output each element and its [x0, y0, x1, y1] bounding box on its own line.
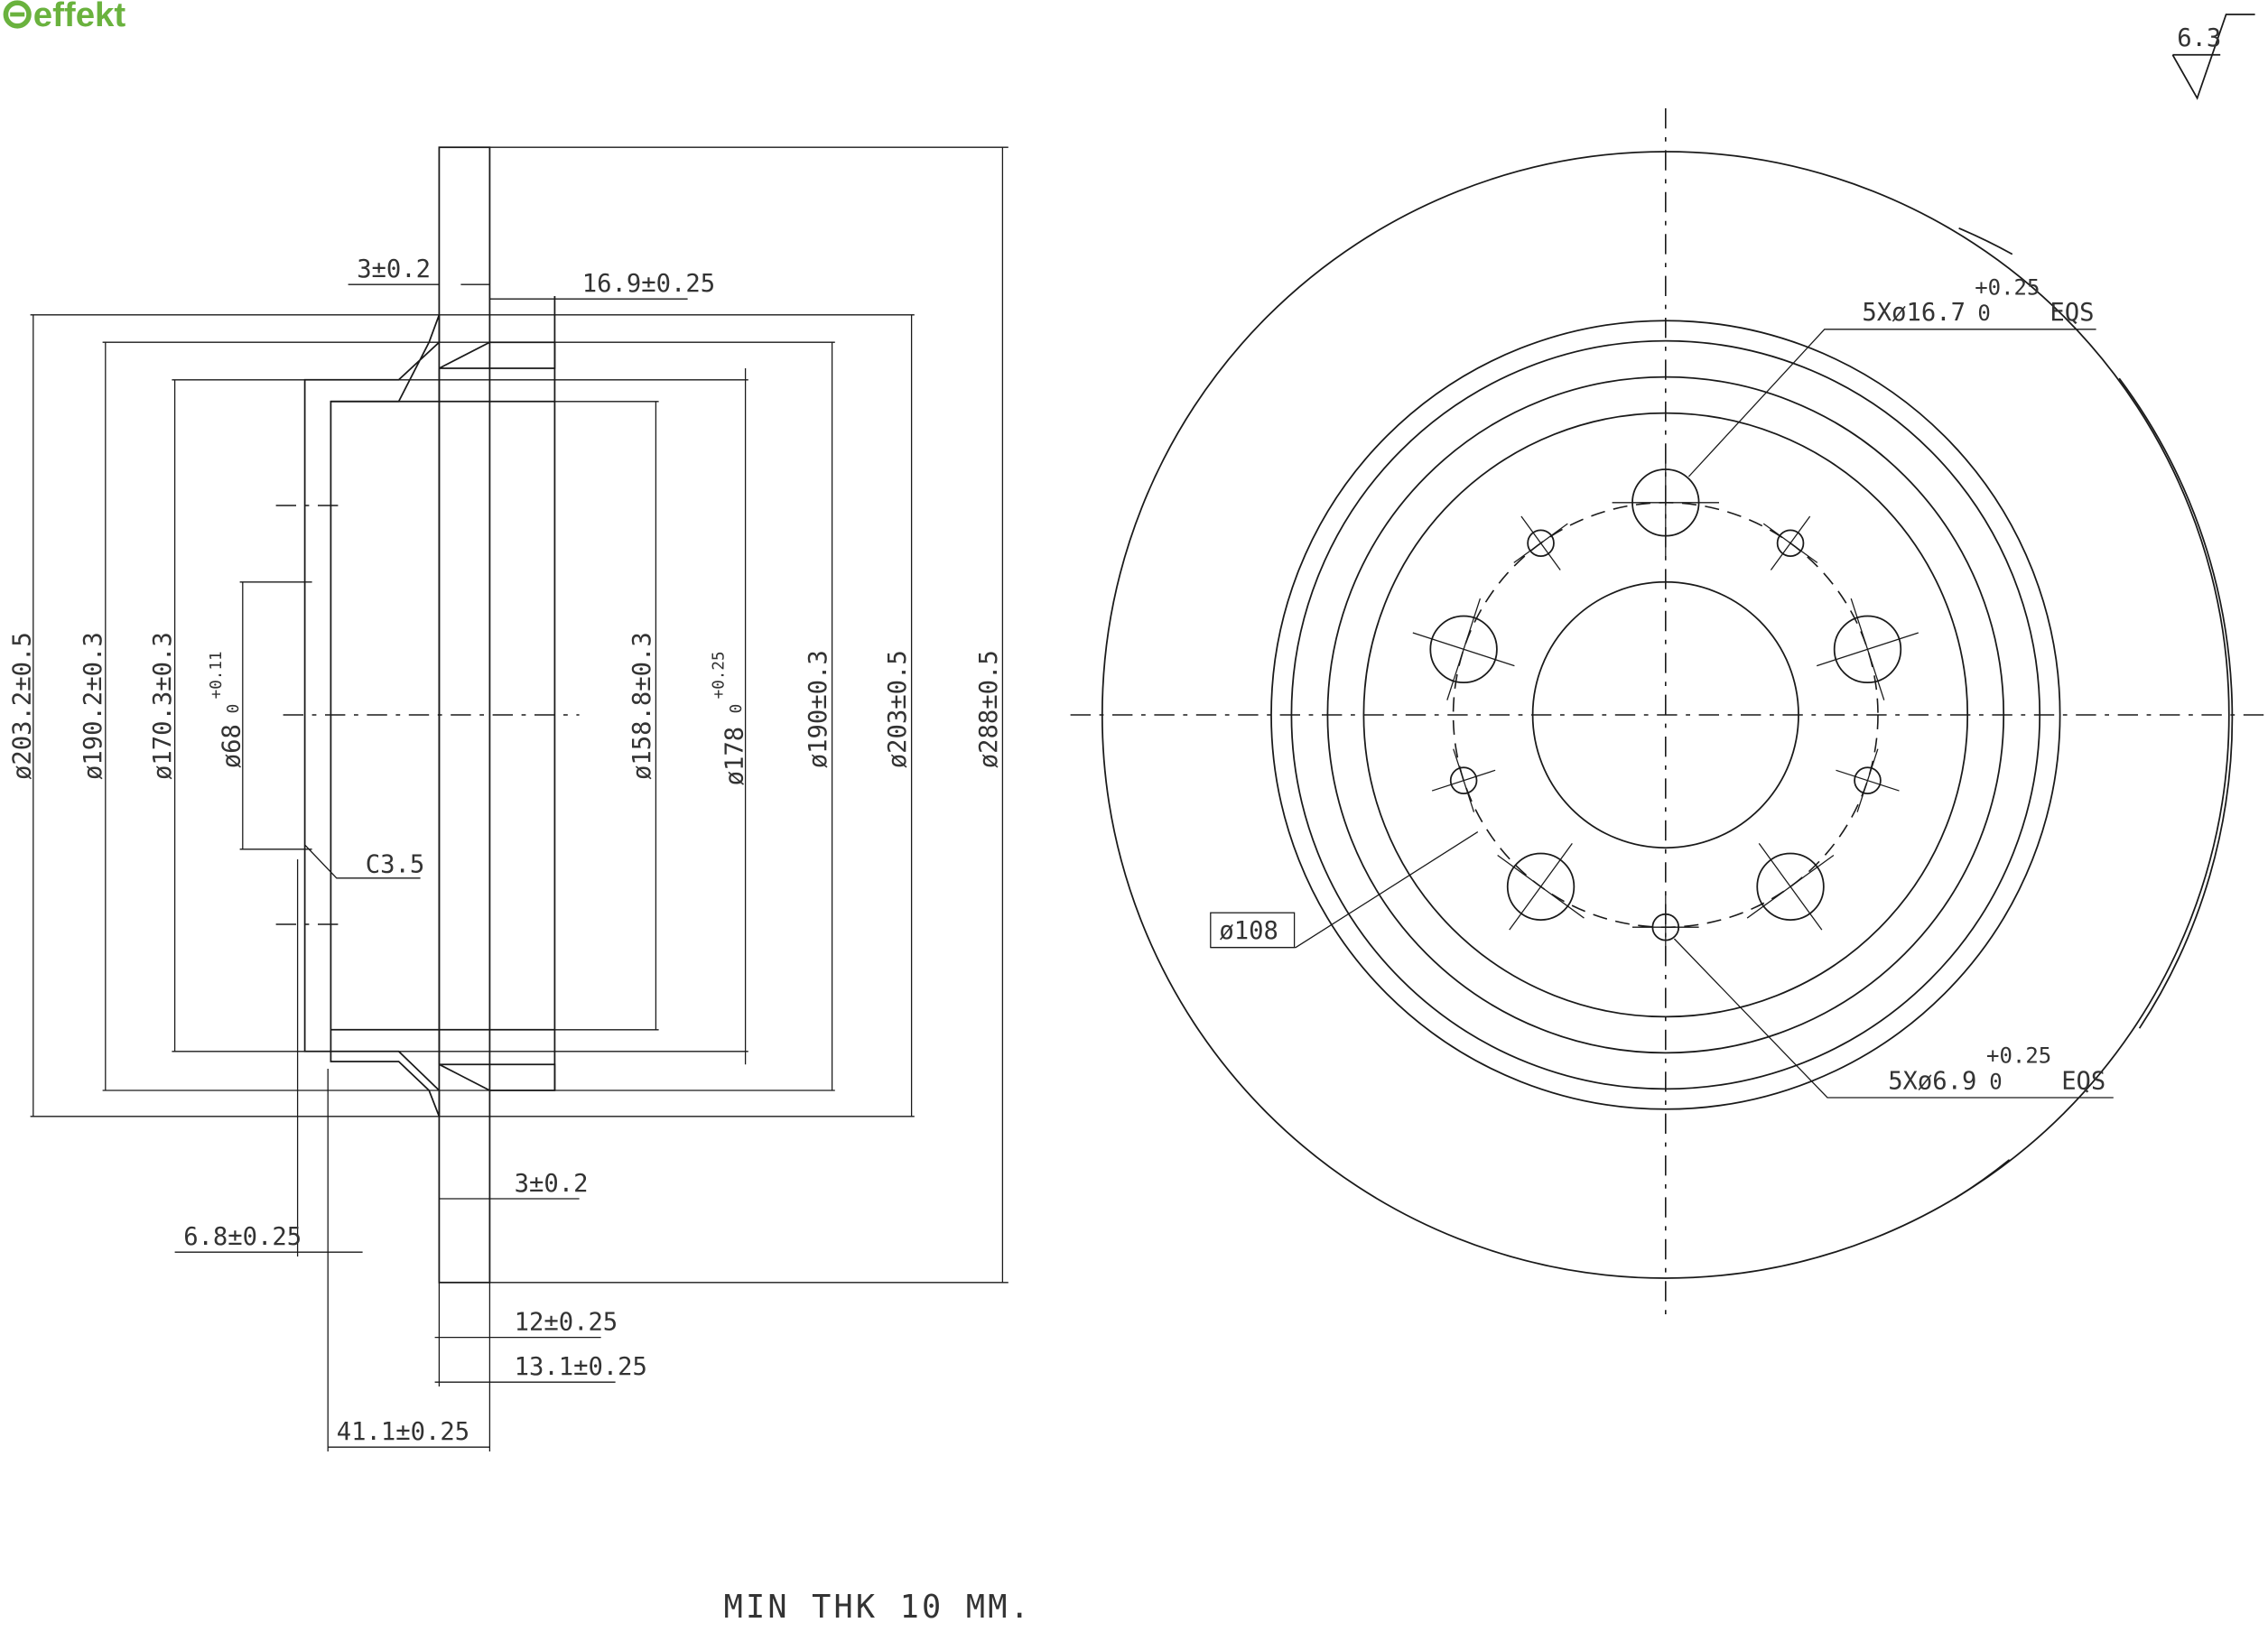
dim-d288: ø288±0.5 — [975, 650, 1003, 768]
logo-text: effekt — [33, 0, 126, 34]
dim-d68-tol-lower: 0 — [225, 704, 243, 714]
effekt-logo: effekt — [3, 0, 126, 34]
large-holes-label: 5Xø16.7 — [1862, 299, 1966, 327]
large-bolt-hole-centerline — [1446, 598, 1482, 700]
small-hole — [1449, 766, 1478, 794]
large-holes-tol-lower: 0 — [1977, 301, 1990, 326]
dim-w6-8: 6.8±0.25 — [183, 1223, 302, 1251]
section-view: ø203.2±0.5 ø190.2±0.3 ø170.3±0.3 ø68 +0.… — [9, 146, 1009, 1451]
dim-d170-3: ø170.3±0.3 — [149, 632, 177, 780]
dim-w13-1: 13.1±0.25 — [515, 1353, 647, 1381]
small-hole-centerline — [1513, 523, 1568, 563]
large-holes-tol-upper: +0.25 — [1975, 274, 2040, 300]
large-bolt-hole — [1756, 852, 1825, 921]
dim-w3-top: 3±0.2 — [357, 255, 431, 283]
large-holes-suffix: EQS — [2050, 299, 2094, 327]
dim-d178-tol-lower: 0 — [728, 704, 746, 714]
small-holes-tol-lower: 0 — [1989, 1069, 2002, 1094]
dim-w41-1: 41.1±0.25 — [337, 1418, 469, 1446]
bolt-circle-label: ø108 — [1219, 917, 1278, 945]
min-thickness-note: MIN THK 10 MM. — [724, 1589, 1032, 1626]
small-hole — [1854, 766, 1882, 794]
dim-d178-tol-upper: +0.25 — [711, 651, 729, 699]
front-view: 5Xø16.7 +0.25 0 EQS 5Xø6.9 +0.25 0 EQS ø… — [1070, 108, 2267, 1314]
large-bolt-hole-centerline — [1746, 854, 1835, 919]
dim-d190-2: ø190.2±0.3 — [79, 632, 107, 780]
surface-finish-symbol: 6.3 — [2171, 14, 2255, 100]
dim-chamfer: C3.5 — [366, 850, 424, 878]
dim-w3-bottom: 3±0.2 — [515, 1170, 589, 1198]
small-hole-centerline — [1453, 748, 1475, 812]
dim-d158-8: ø158.8±0.3 — [628, 632, 656, 780]
large-bolt-hole — [1429, 615, 1498, 683]
large-bolt-hole — [1506, 852, 1576, 921]
dim-w16-9: 16.9±0.25 — [582, 270, 715, 298]
dim-w12: 12±0.25 — [515, 1309, 618, 1337]
large-bolt-hole-centerline — [1497, 854, 1585, 919]
surface-finish-value: 6.3 — [2177, 24, 2221, 52]
dim-d68: ø68 — [218, 724, 246, 768]
small-holes-label: 5Xø6.9 — [1888, 1067, 1976, 1095]
dim-d203: ø203±0.5 — [884, 650, 912, 768]
small-hole-centerline — [1856, 748, 1879, 812]
small-holes-tol-upper: +0.25 — [1986, 1043, 2051, 1069]
large-bolt-hole-centerline — [1850, 598, 1885, 700]
dim-d190: ø190±0.3 — [804, 650, 832, 768]
dim-d203-2: ø203.2±0.5 — [9, 632, 37, 780]
small-hole — [1527, 529, 1555, 557]
dim-d68-tol-upper: +0.11 — [208, 651, 226, 699]
large-bolt-hole — [1833, 615, 1902, 683]
dim-d178: ø178 — [720, 727, 748, 785]
small-hole-centerline — [1762, 523, 1818, 563]
small-hole — [1776, 529, 1805, 557]
small-holes-suffix: EQS — [2061, 1067, 2105, 1095]
